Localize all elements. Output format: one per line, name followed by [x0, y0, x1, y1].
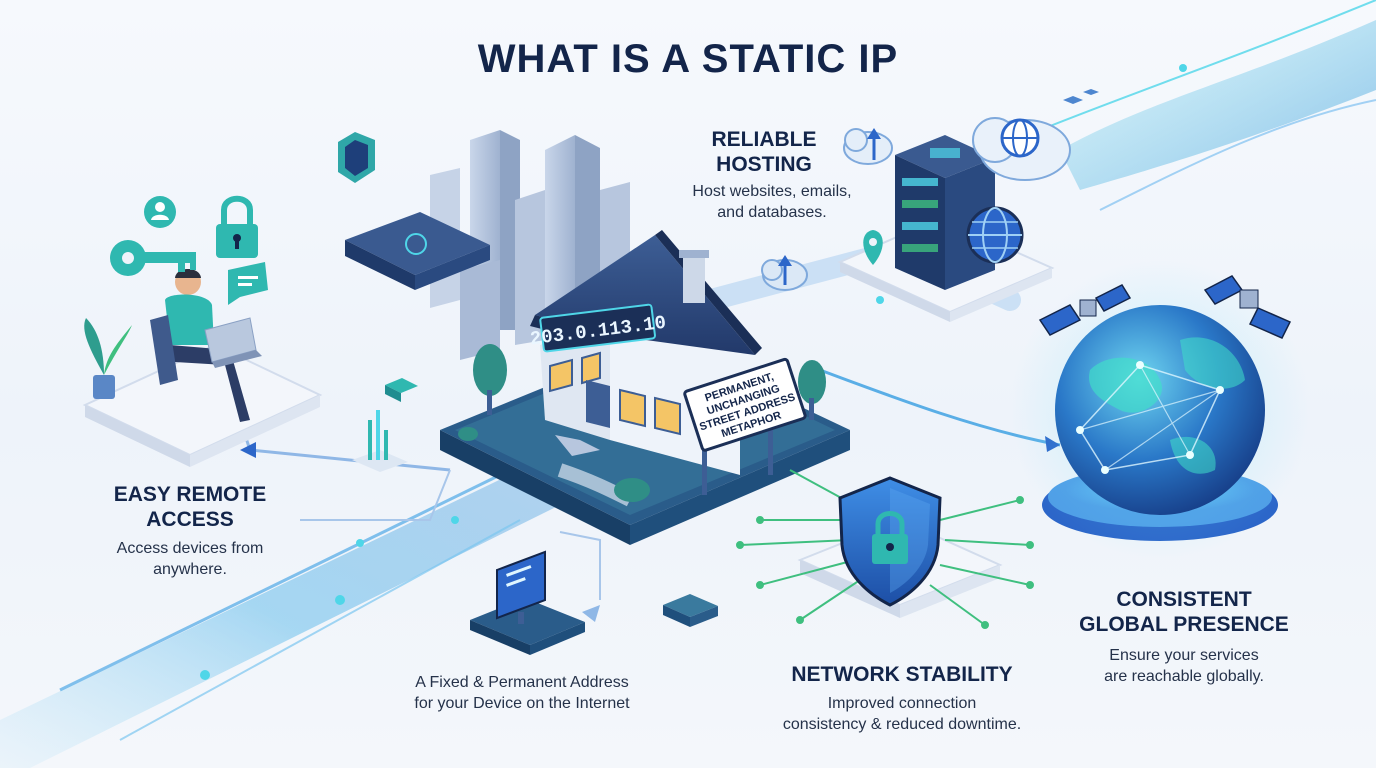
router-icon	[345, 212, 490, 290]
monitor-icon	[496, 550, 546, 624]
remote-heading-2: ACCESS	[146, 508, 234, 531]
stability-desc-2: consistency & reduced downtime.	[783, 716, 1021, 733]
global-desc-1: Ensure your services	[1109, 647, 1258, 664]
ip-address-sign: 203.0.113.10	[529, 303, 667, 353]
hosting-desc-2: and databases.	[717, 204, 826, 221]
page-title: WHAT IS A STATIC IP	[478, 37, 898, 81]
remote-desc-1: Access devices from	[117, 540, 264, 557]
user-icon	[144, 196, 176, 228]
fixed-desc-2: for your Device on the Internet	[414, 695, 630, 712]
hexagon-shield-icon	[338, 132, 375, 183]
laptop-icon	[204, 317, 262, 368]
cloud-upload-icon	[843, 128, 893, 165]
stability-heading: NETWORK STABILITY	[791, 663, 1012, 686]
stability-desc-1: Improved connection	[828, 695, 977, 712]
world-globe	[1010, 260, 1310, 560]
padlock-icon	[216, 195, 258, 258]
hosting-heading-2: HOSTING	[716, 153, 812, 176]
remote-workspace	[82, 195, 418, 472]
remote-desc-2: anywhere.	[153, 561, 227, 578]
globe-icon	[966, 206, 1024, 264]
circuit-lines	[736, 469, 1034, 629]
key-icon	[110, 240, 196, 276]
signal-bars-icon	[352, 410, 408, 472]
router-icon	[663, 594, 718, 627]
hosting-heading-1: RELIABLE	[712, 128, 817, 151]
satellite-icon	[1038, 284, 1132, 336]
global-desc-2: are reachable globally.	[1104, 668, 1264, 685]
chat-icon	[228, 262, 268, 305]
global-heading-1: CONSISTENT	[1116, 588, 1252, 611]
cloud-icon	[972, 117, 1071, 181]
metaphor-sign: PERMANENT, UNCHANGING STREET ADDRESS MET…	[683, 357, 807, 495]
plant-icon	[84, 318, 132, 399]
padlock-icon	[872, 511, 908, 564]
cloud-upload-icon	[761, 255, 808, 291]
satellite-icon	[1203, 275, 1292, 339]
fixed-desc-1: A Fixed & Permanent Address	[415, 674, 628, 691]
tree-icon	[458, 344, 826, 502]
remote-heading-1: EASY REMOTE	[114, 483, 266, 506]
user-icon	[150, 269, 250, 422]
location-pin-icon	[863, 230, 883, 265]
hosting-desc-1: Host websites, emails,	[692, 183, 851, 200]
global-heading-2: GLOBAL PRESENCE	[1079, 613, 1289, 636]
